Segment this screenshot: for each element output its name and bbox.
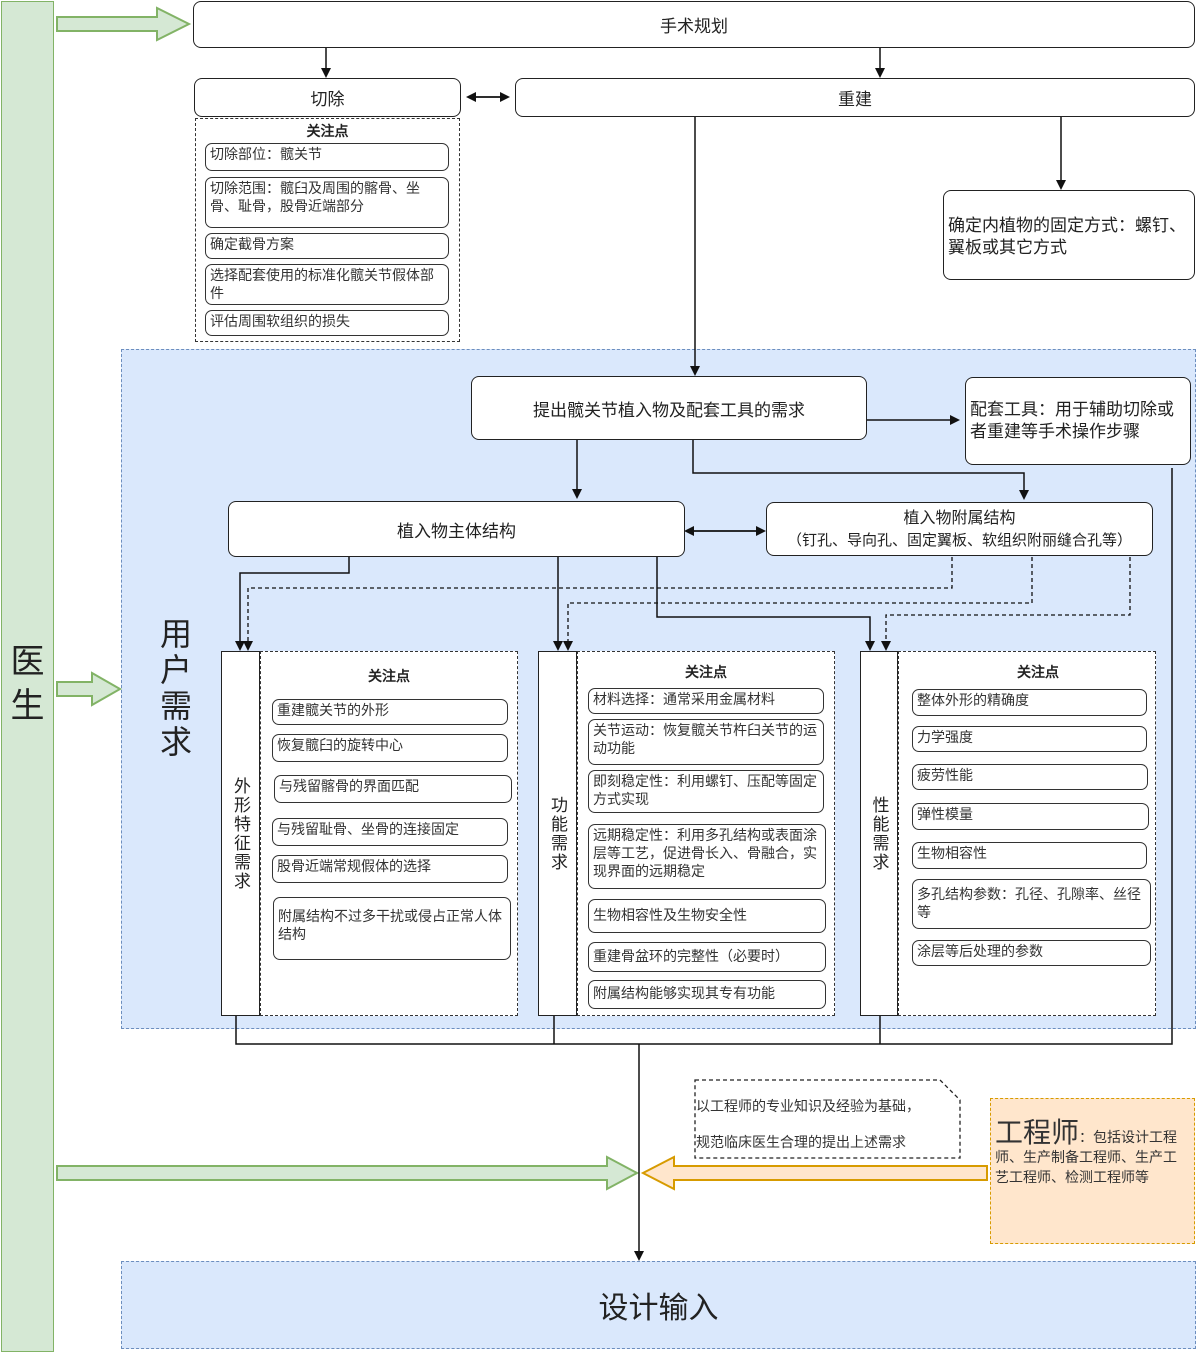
resection-box: 切除: [194, 78, 461, 117]
engineer-note-line1: 以工程师的专业知识及经验为基础，: [696, 1099, 920, 1115]
performance-needs-bar: 性能需求: [860, 651, 898, 1016]
shape-need-item: 与残留髂骨的界面匹配: [274, 775, 512, 803]
supporting-tools-box: 配套工具：用于辅助切除或者重建等手术操作步骤: [965, 377, 1191, 465]
fixation-method-box: 确定内植物的固定方式：螺钉、翼板或其它方式: [943, 190, 1195, 280]
shape-need-item: 股骨近端常规假体的选择: [272, 855, 508, 883]
surgery-planning-label: 手术规划: [660, 17, 728, 37]
design-input-label: 设计输入: [598, 1291, 719, 1326]
performance-need-item: 涂层等后处理的参数: [912, 940, 1151, 966]
design-input-region: 设计输入: [121, 1261, 1196, 1349]
performance-need-item: 生物相容性: [912, 842, 1147, 869]
doctor-label: 医生: [10, 642, 45, 726]
function-need-item: 附属结构能够实现其专有功能: [588, 980, 826, 1009]
performance-need-item: 整体外形的精确度: [912, 689, 1147, 716]
resection-focus-title: 关注点: [306, 124, 349, 140]
resection-focus-item: 确定截骨方案: [205, 233, 449, 259]
implant-accessory-title: 植入物附属结构: [903, 508, 1016, 527]
surgery-planning-box: 手术规划: [193, 1, 1195, 48]
reconstruction-box: 重建: [515, 78, 1195, 117]
function-need-item: 材料选择：通常采用金属材料: [588, 688, 824, 714]
fixation-method-text: 确定内植物的固定方式：螺钉、翼板或其它方式: [948, 216, 1186, 258]
resection-focus-item: 切除范围：髋臼及周围的髂骨、坐骨、耻骨，股骨近端部分: [205, 177, 449, 228]
performance-need-item: 疲劳性能: [912, 764, 1148, 790]
performance-needs-label: 性能需求: [868, 795, 889, 872]
function-need-item: 即刻稳定性：利用螺钉、压配等固定方式实现: [588, 770, 824, 813]
function-need-item: 重建骨盆环的完整性（必要时）: [588, 942, 826, 972]
engineer-note-line2: 规范临床医生合理的提出上述需求: [696, 1135, 906, 1151]
engineer-box: 工程师：包括设计工程师、生产制备工程师、生产工艺工程师、检测工程师等: [990, 1098, 1195, 1244]
function-need-item: 远期稳定性：利用多孔结构或表面涂层等工艺，促进骨长入、骨融合，实现界面的远期稳定: [588, 824, 826, 889]
performance-need-item: 多孔结构参数：孔径、孔隙率、丝径等: [912, 879, 1151, 929]
user-needs-label: 用户需求: [159, 615, 192, 761]
implant-accessory-detail: （钉孔、导向孔、固定翼板、软组织附丽缝合孔等）: [786, 531, 1132, 549]
performance-need-item: 弹性模量: [912, 803, 1149, 830]
engineer-title: 工程师: [995, 1116, 1080, 1149]
implant-main-box: 植入物主体结构: [228, 501, 685, 557]
function-need-item: 关节运动：恢复髋关节杵臼关节的运动功能: [588, 719, 824, 765]
performance-need-item: 力学强度: [912, 726, 1147, 752]
resection-label: 切除: [310, 90, 345, 110]
resection-focus-item: 选择配套使用的标准化髋关节假体部件: [205, 264, 449, 305]
function-need-item: 生物相容性及生物安全性: [588, 899, 826, 933]
implant-accessory-box: 植入物附属结构 （钉孔、导向孔、固定翼板、软组织附丽缝合孔等）: [766, 502, 1153, 556]
resection-focus-item: 评估周围软组织的损失: [205, 310, 449, 336]
implant-main-label: 植入物主体结构: [397, 521, 516, 542]
function-needs-title: 关注点: [685, 665, 727, 681]
propose-needs-label: 提出髋关节植入物及配套工具的需求: [533, 400, 805, 421]
shape-need-item: 附属结构不过多干扰或侵占正常人体结构: [273, 897, 511, 960]
doctor-column: [1, 1, 54, 1352]
function-needs-label: 功能需求: [547, 795, 567, 872]
reconstruction-label: 重建: [838, 90, 872, 110]
shape-need-item: 恢复髋臼的旋转中心: [272, 734, 508, 762]
shape-needs-label: 外形特征需求: [230, 776, 250, 891]
engineer-description: ：包括设计工程师、生产制备工程师、生产工艺工程师、检测工程师等: [995, 1130, 1178, 1186]
function-needs-bar: 功能需求: [538, 651, 577, 1016]
shape-need-item: 与残留耻骨、坐骨的连接固定: [272, 818, 508, 846]
engineer-note: 以工程师的专业知识及经验为基础， 规范临床医生合理的提出上述需求: [696, 1089, 958, 1161]
performance-needs-title: 关注点: [1017, 665, 1059, 681]
shape-needs-bar: 外形特征需求: [221, 651, 260, 1016]
supporting-tools-text: 配套工具：用于辅助切除或者重建等手术操作步骤: [970, 400, 1174, 442]
shape-need-item: 重建髋关节的外形: [272, 699, 508, 725]
propose-needs-box: 提出髋关节植入物及配套工具的需求: [471, 376, 867, 440]
resection-focus-item: 切除部位：髋关节: [205, 143, 449, 171]
shape-needs-title: 关注点: [368, 669, 410, 685]
